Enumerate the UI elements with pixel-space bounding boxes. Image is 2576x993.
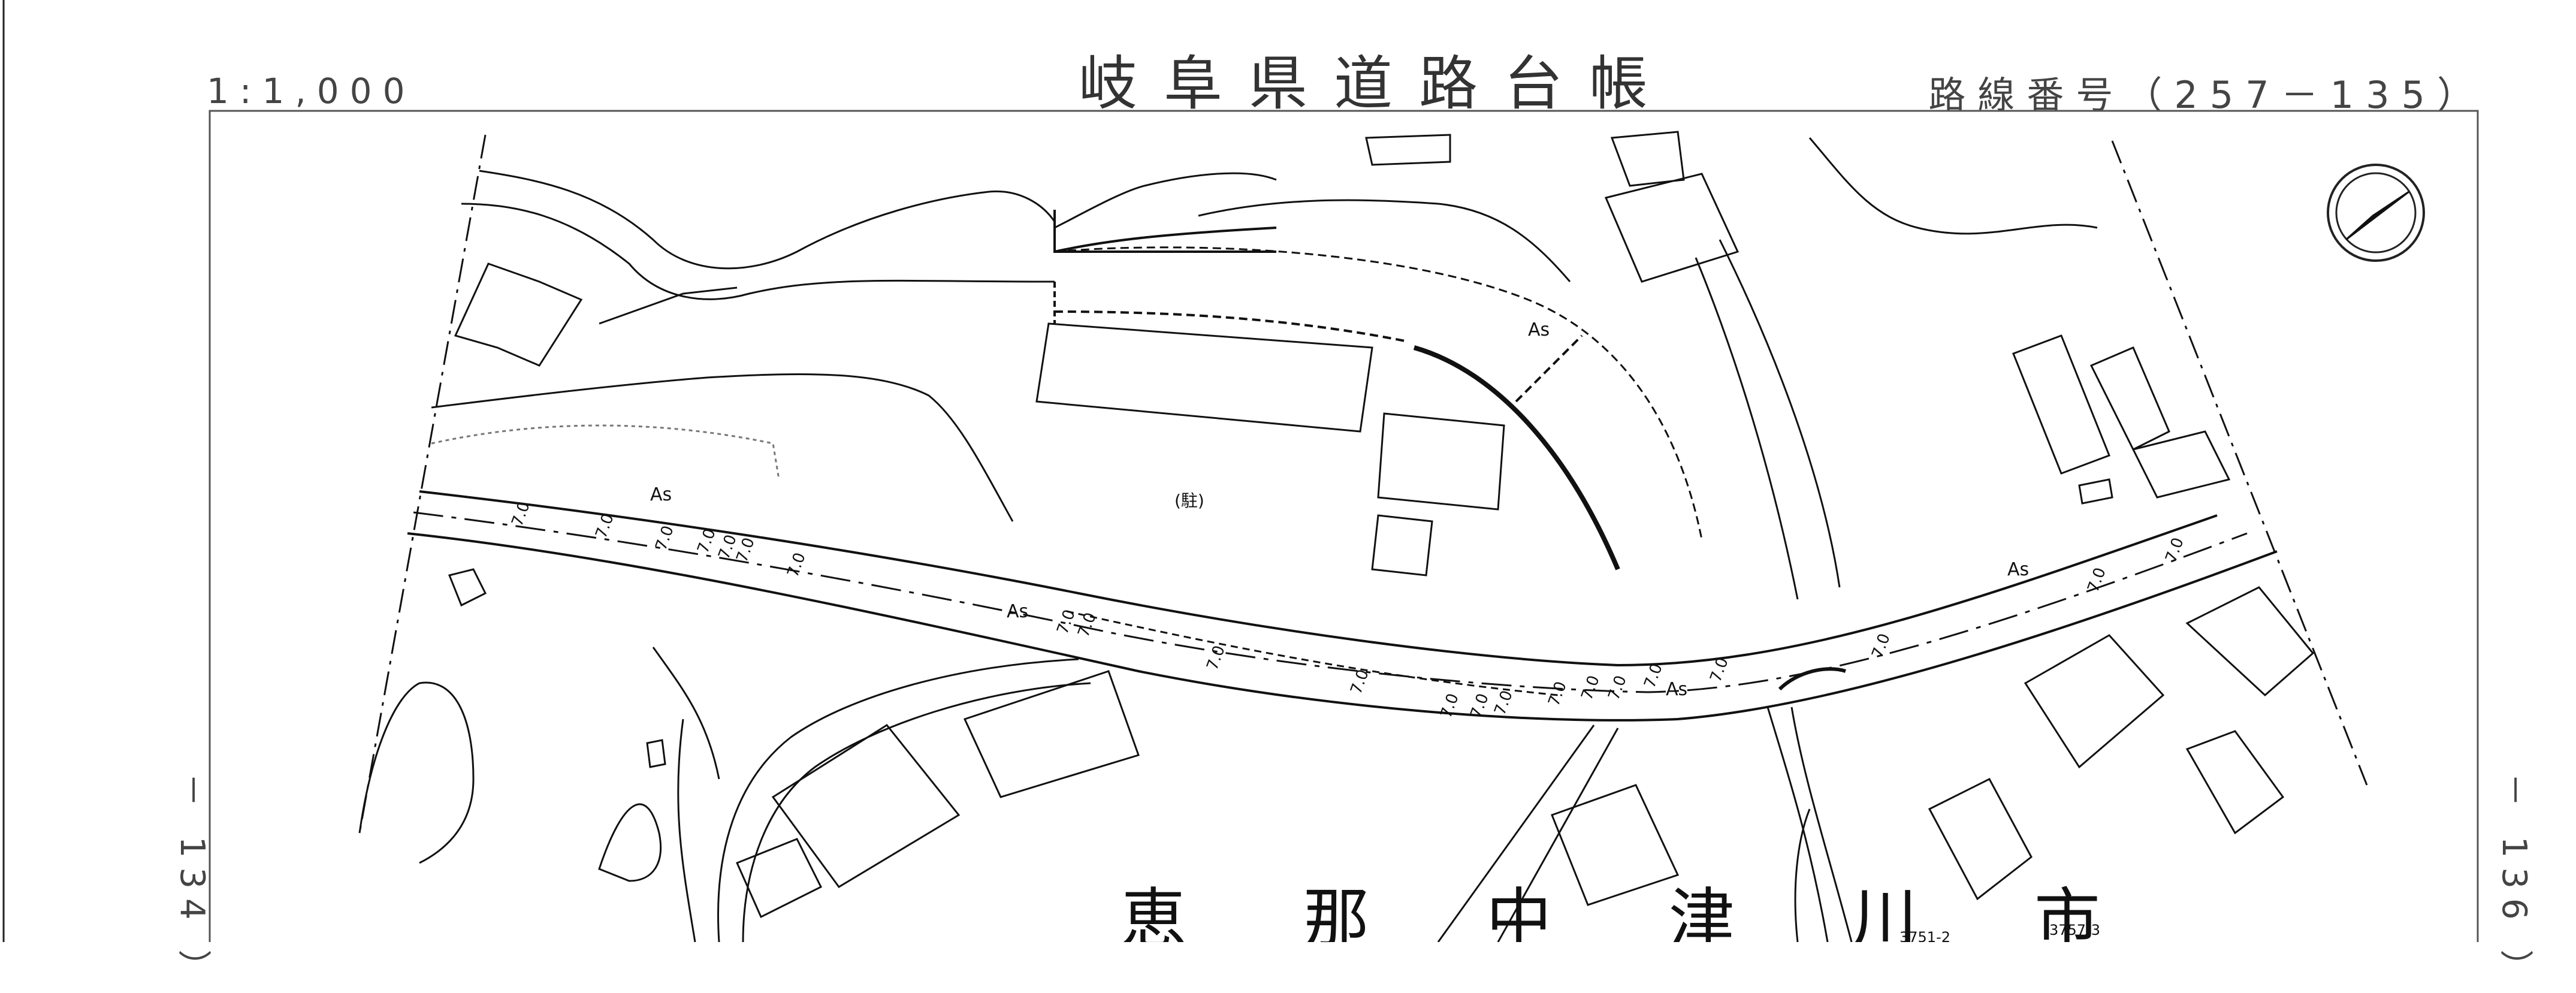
terrain-feature (646, 739, 666, 768)
contour-line (598, 803, 662, 882)
road-edge (419, 490, 2218, 667)
road-edge-dashed (1066, 610, 1559, 696)
building (1035, 322, 1373, 433)
page-title: 岐阜県道路台帳 (1079, 50, 1675, 118)
sheet-boundary-left (358, 134, 487, 834)
route-number: 路線番号（257－135） (1928, 73, 2486, 117)
map-scale: 1:1,000 (207, 71, 416, 111)
boundary-line (431, 424, 780, 480)
building (2012, 334, 2110, 475)
river-bank (461, 203, 1055, 300)
parking-label: (駐) (1174, 491, 1204, 511)
building (2024, 634, 2165, 769)
road-edge (407, 532, 2278, 722)
road-edge (1695, 257, 1799, 600)
parking-lot (1377, 412, 1505, 511)
building (2078, 478, 2113, 505)
municipality-label: 恵 那 中 津 川 市 (1121, 881, 2148, 942)
building (2185, 730, 2285, 835)
map-linework (358, 131, 2368, 942)
parking-lot (1371, 514, 1433, 577)
retaining-wall (1053, 210, 1277, 253)
building (1365, 134, 1451, 166)
road-centerline (413, 511, 2248, 693)
road-width-label: 7.0 (2162, 535, 2187, 565)
lot-number: 3751-2 (1899, 929, 1950, 942)
road-width-label: 7.0 (1491, 688, 1516, 717)
building (735, 838, 823, 919)
road-width-label: 7.0 (652, 523, 677, 553)
terrain-line (1054, 172, 1277, 229)
road-width-label: 7.0 (1605, 673, 1630, 702)
road-width-label: 7.0 (1437, 691, 1462, 720)
surface-label: As (1666, 679, 1687, 700)
property-line (1515, 334, 1583, 403)
road-width-label: 7.0 (2084, 565, 2109, 594)
terrain-line (1794, 808, 1811, 942)
road-width-label: 7.0 (1545, 679, 1570, 708)
map-frame (209, 110, 2479, 942)
road-width-label: 7.0 (1578, 673, 1603, 702)
road-edge (1497, 728, 1619, 942)
surface-label: As (1007, 601, 1028, 622)
road-edge (742, 682, 1091, 942)
building (1551, 784, 1680, 906)
north-arrow-icon (2327, 164, 2425, 262)
property-line (1054, 310, 1409, 343)
retaining-wall (1413, 345, 1620, 571)
building (1928, 778, 2033, 901)
building (454, 262, 583, 367)
terrain-line (677, 719, 696, 942)
terrain-feature (448, 568, 487, 607)
surface-label: As (650, 484, 672, 505)
sheet-boundary-right (2111, 140, 2368, 786)
road-width-label: 7.0 (1868, 631, 1894, 660)
building (1604, 173, 1740, 283)
building (963, 670, 1140, 798)
river-bank (599, 286, 738, 325)
contour-line (358, 681, 475, 864)
road-edge (1719, 239, 1841, 588)
building (2185, 586, 2315, 697)
property-line (1054, 246, 1703, 540)
terrain-line (652, 647, 720, 780)
contour-line (1808, 137, 2098, 235)
terrain-line (1198, 199, 1571, 282)
road-edge (1766, 707, 1829, 942)
building (2131, 430, 2231, 499)
contour-line (479, 170, 1056, 270)
road-edge (1437, 725, 1595, 942)
lot-number: 3757-3 (2049, 922, 2100, 938)
road-edge (717, 658, 1079, 942)
curb (1778, 667, 1846, 691)
building (2089, 346, 2170, 451)
surface-label: As (2007, 559, 2029, 580)
building (771, 724, 961, 888)
building (1610, 131, 1685, 187)
road-edge (1790, 707, 1853, 942)
road-width-label: 7.0 (1203, 643, 1228, 672)
surface-label: As (1528, 319, 1550, 340)
lot-labels: 3751-2 3757-3 (1899, 922, 2100, 942)
road-width-label: 7.0 (784, 550, 809, 579)
terrain-line (431, 373, 1014, 522)
